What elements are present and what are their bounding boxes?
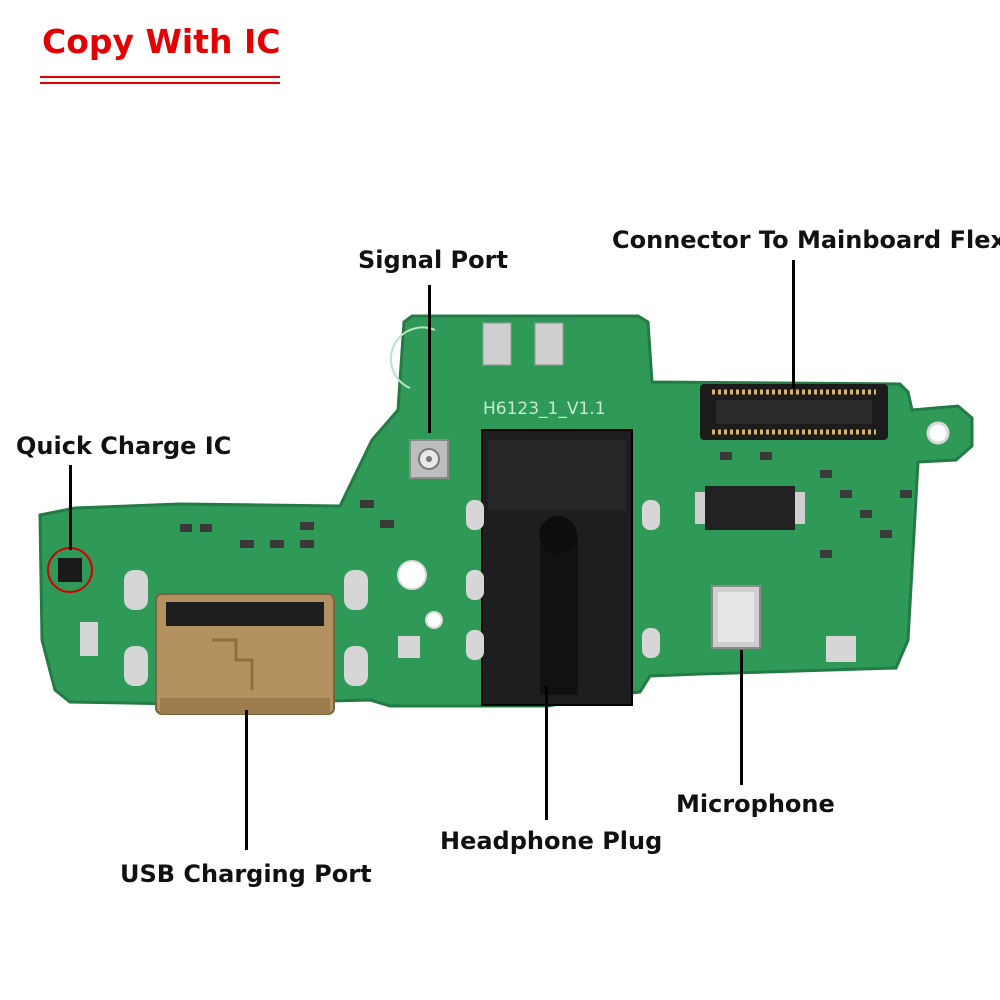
quick-charge-chip — [58, 558, 82, 582]
callout-line-quick-charge — [69, 465, 72, 550]
label-connector-flex: Connector To Mainboard Flex — [612, 226, 1000, 254]
pad — [466, 570, 484, 600]
callout-line-signal-port — [428, 285, 431, 433]
pad — [642, 500, 660, 530]
pad — [80, 622, 98, 656]
label-signal-port: Signal Port — [358, 246, 508, 274]
smd-components — [180, 452, 912, 558]
callout-line-connector — [792, 260, 795, 388]
pad — [534, 322, 564, 366]
mount-hole-large — [397, 560, 427, 590]
callout-line-headphone — [545, 686, 548, 820]
pad — [344, 570, 368, 610]
pad — [124, 646, 148, 686]
callout-line-microphone — [740, 650, 743, 785]
pad — [344, 646, 368, 686]
pad — [826, 636, 856, 662]
title-underline-2 — [40, 82, 280, 84]
title-underline — [40, 76, 280, 78]
pad — [466, 500, 484, 530]
pad — [398, 636, 420, 658]
label-quick-charge-ic: Quick Charge IC — [16, 432, 232, 460]
antenna-arc — [389, 326, 436, 389]
pad — [124, 570, 148, 610]
board-silkscreen: H6123_1_V1.1 — [483, 399, 606, 419]
label-usb-charging-port: USB Charging Port — [120, 860, 372, 888]
label-microphone: Microphone — [676, 790, 835, 818]
mount-hole-small — [425, 611, 443, 629]
mount-hole — [926, 421, 950, 445]
callout-line-usb — [245, 710, 248, 850]
pad — [482, 322, 512, 366]
page-title: Copy With IC — [42, 22, 281, 61]
signal-port-connector — [409, 439, 449, 479]
label-headphone-plug: Headphone Plug — [440, 827, 663, 855]
chip — [705, 486, 795, 530]
pad — [466, 630, 484, 660]
pad — [642, 628, 660, 658]
